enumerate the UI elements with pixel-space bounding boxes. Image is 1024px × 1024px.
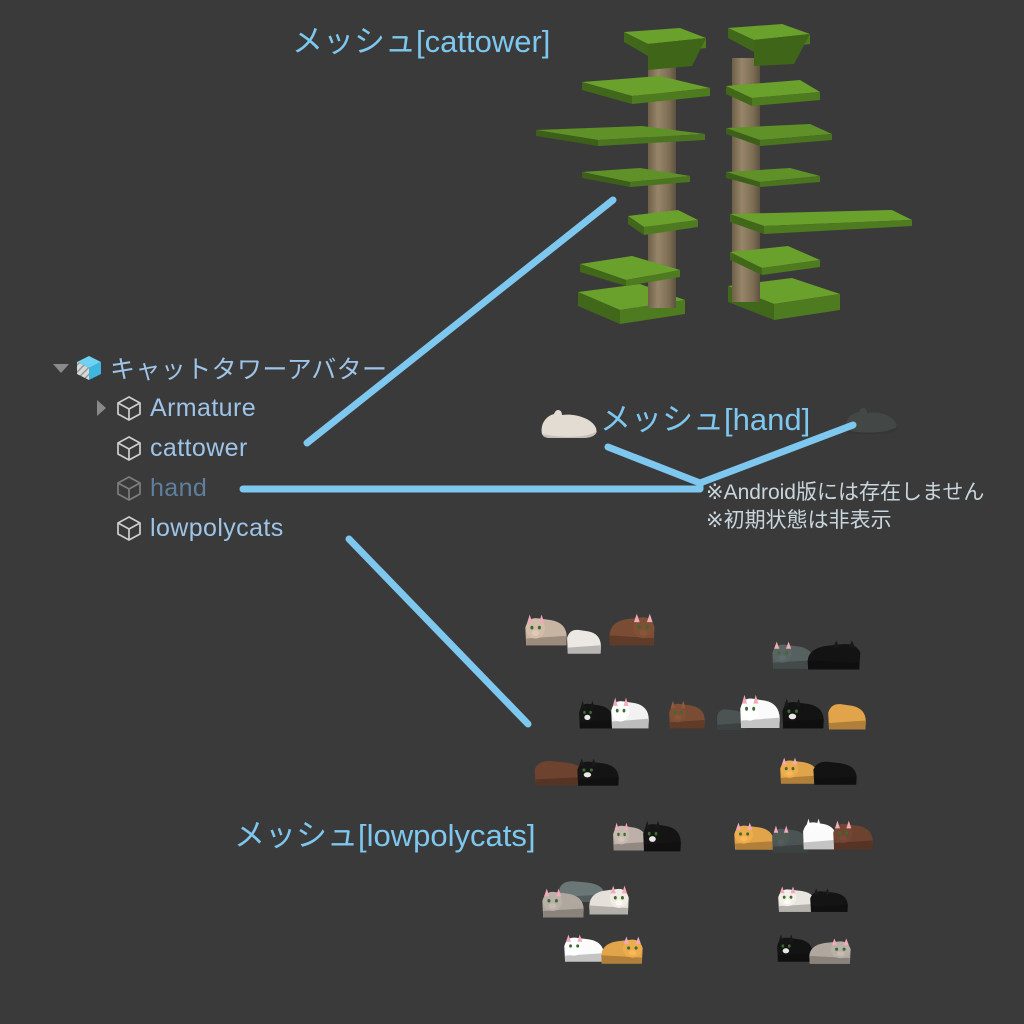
lowpoly-cat (740, 694, 780, 729)
no-twisty-icon (93, 488, 109, 489)
hand-leader-line-right (696, 421, 857, 487)
lowpoly-cat (782, 698, 824, 729)
lowpolycats-leader-line (345, 535, 532, 728)
hierarchy-row-root[interactable]: キャットタワーアバター (50, 348, 387, 388)
lowpoly-cat (813, 761, 857, 785)
expand-toggle-armature[interactable] (90, 388, 112, 428)
hierarchy-label-cattower: cattower (150, 433, 248, 462)
lowpoly-cat (828, 704, 866, 730)
cube-outline-icon (112, 471, 146, 505)
note-hidden-by-default: ※初期状態は非表示 (706, 509, 892, 532)
expand-toggle-root[interactable] (50, 348, 72, 388)
cattower-mesh-render (536, 24, 912, 324)
hierarchy-label-armature: Armature (150, 393, 257, 422)
annotation-lowpolycats: メッシュ[lowpolycats] (234, 818, 536, 853)
hand-mesh-cream (541, 409, 597, 438)
cube-outline-icon (112, 391, 146, 425)
lowpoly-cat (780, 757, 818, 784)
lowpoly-cat (577, 758, 619, 786)
prefab-cube-icon (72, 351, 106, 385)
hierarchy-label-hand: hand (150, 473, 208, 502)
hierarchy-panel: キャットタワーアバター Armature (50, 348, 387, 548)
lowpoly-cat (772, 641, 814, 669)
tower-left (536, 28, 710, 324)
lowpoly-cat (534, 760, 586, 786)
lowpoly-cat (542, 888, 584, 918)
lowpoly-cat (777, 934, 813, 962)
expand-toggle-lowpolycats-empty (90, 508, 112, 548)
no-twisty-icon (93, 448, 109, 449)
lowpoly-cat (613, 822, 647, 851)
lowpoly-cat (778, 886, 816, 912)
cattower-leader-line (303, 196, 617, 447)
hierarchy-row-armature[interactable]: Armature (90, 388, 380, 428)
hand-mesh-dark (845, 407, 897, 434)
lowpoly-cat (833, 820, 873, 850)
hand-leader-line-mid (604, 443, 704, 487)
expand-toggle-hand-empty (90, 468, 112, 508)
hierarchy-row-cattower[interactable]: cattower (90, 428, 380, 468)
lowpoly-cat (579, 700, 613, 729)
expand-toggle-cattower-empty (90, 428, 112, 468)
triangle-right-icon (96, 400, 106, 416)
lowpoly-cat (669, 700, 705, 729)
hierarchy-row-lowpolycats[interactable]: lowpolycats (90, 508, 380, 548)
lowpoly-cat (601, 936, 643, 964)
triangle-down-icon (53, 363, 69, 373)
lowpoly-cat (734, 822, 774, 850)
no-twisty-icon (93, 528, 109, 529)
lowpoly-cat (809, 938, 851, 964)
lowpoly-cat (589, 885, 629, 915)
lowpoly-cat (807, 640, 861, 670)
note-android-unavailable: ※Android版には存在しません (706, 481, 985, 504)
lowpoly-cat (567, 629, 601, 654)
lowpoly-cat (772, 825, 808, 853)
tower-right (726, 24, 912, 320)
lowpoly-cat (803, 818, 837, 850)
hierarchy-label-lowpolycats: lowpolycats (150, 513, 284, 542)
lowpoly-cat (564, 934, 604, 962)
cube-outline-icon (112, 511, 146, 545)
lowpoly-cat (716, 709, 748, 730)
lowpoly-cat (810, 888, 848, 912)
hierarchy-row-hand[interactable]: hand (90, 468, 380, 508)
annotation-hand: メッシュ[hand] (600, 402, 811, 437)
annotation-cattower: メッシュ[cattower] (292, 24, 551, 59)
lowpoly-cat (609, 613, 655, 646)
cube-outline-icon (112, 431, 146, 465)
hierarchy-label-root: キャットタワーアバター (110, 356, 388, 384)
lowpoly-cat (525, 614, 567, 646)
lowpoly-cat (611, 697, 649, 729)
lowpoly-cat (643, 820, 681, 852)
